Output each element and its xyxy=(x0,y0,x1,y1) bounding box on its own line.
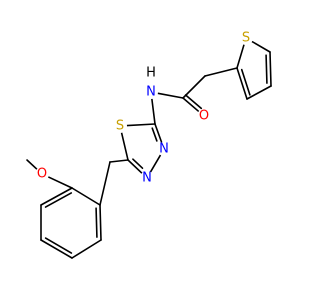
bond-a1-a6-double xyxy=(44,192,73,208)
bond-ccarb-ocarb-double xyxy=(184,94,203,110)
atom-h-amide-label: H xyxy=(146,66,156,81)
bond-c2-nh xyxy=(151,98,156,125)
atom-s-thiophene-label: S xyxy=(242,31,250,46)
bond-a2-a3-double xyxy=(95,207,98,238)
bond-n3-n4 xyxy=(149,154,162,173)
bond-t4-t3 xyxy=(246,85,272,100)
bond-c5-s1 xyxy=(120,132,129,161)
bond-a4-a5-double xyxy=(44,237,73,254)
bond-ch3-ome xyxy=(26,159,38,171)
atom-labels: O N H O S N N S xyxy=(35,31,253,186)
bond-n4-c5 xyxy=(127,159,143,174)
atom-n-amide-label: N xyxy=(146,85,156,100)
bond-a6-a1 xyxy=(40,187,73,206)
atom-o-carbonyl-label: O xyxy=(199,109,209,124)
bond-s1-c2 xyxy=(126,123,156,127)
bond-t2-t3-double xyxy=(240,68,251,96)
bond-ch2a-c5 xyxy=(109,159,129,163)
atom-s-thiadiazole: S xyxy=(113,119,127,134)
atom-o-carbonyl: O xyxy=(197,109,211,124)
atom-h-amide: H xyxy=(144,66,158,81)
molecule-structure: O N H O S N N S xyxy=(26,31,272,259)
bond-a2-ch2a xyxy=(99,161,111,206)
atom-n4-label: N xyxy=(142,171,152,186)
atom-n-amide: N xyxy=(144,85,158,100)
bond-a2-a3 xyxy=(99,204,102,241)
bond-a1-a2 xyxy=(71,187,101,206)
atom-n3-label: N xyxy=(159,142,169,157)
bond-nh-ccarb xyxy=(157,92,184,99)
bond-ome-a1 xyxy=(47,176,73,189)
atom-s-thiadiazole-label: S xyxy=(116,119,124,134)
bond-t4-t5-double xyxy=(265,54,268,84)
atom-s-thiophene: S xyxy=(239,31,253,46)
bond-ccarb-ocarb xyxy=(182,97,200,113)
bond-c2-n3 xyxy=(154,123,163,144)
bond-a4-a5 xyxy=(40,239,73,259)
atom-n4: N xyxy=(140,171,154,186)
atom-n3: N xyxy=(157,142,171,157)
bonds xyxy=(26,40,272,259)
bond-ccarb-ch2b xyxy=(182,75,206,99)
atom-o-methoxy-label: O xyxy=(37,167,47,182)
bond-st-t5 xyxy=(251,40,271,53)
atom-o-methoxy: O xyxy=(35,167,49,182)
bond-t5-t4 xyxy=(269,51,272,87)
bond-c2-n3-double xyxy=(151,127,158,142)
bond-ch2b-t2 xyxy=(204,67,238,77)
bond-t2-st xyxy=(236,43,245,69)
bond-a3-a4 xyxy=(71,239,102,259)
bond-t3-t2 xyxy=(236,67,248,100)
bond-c5-n4-double xyxy=(132,158,144,170)
